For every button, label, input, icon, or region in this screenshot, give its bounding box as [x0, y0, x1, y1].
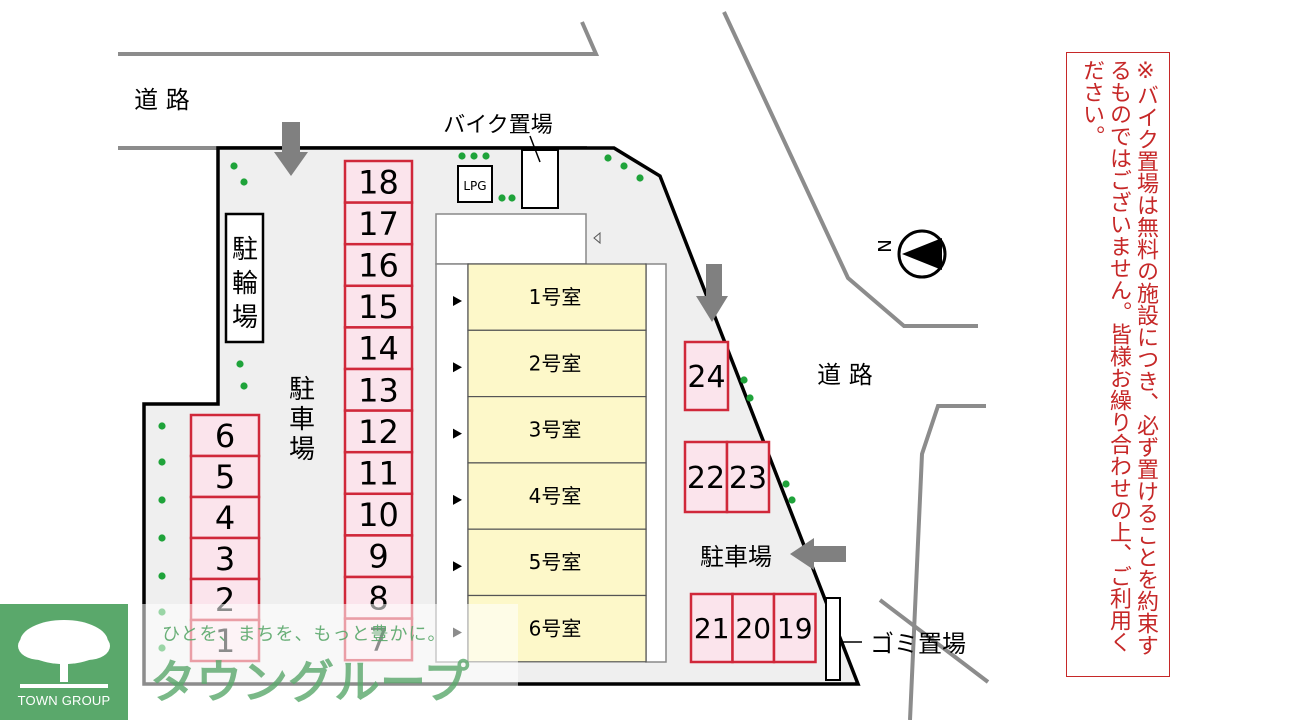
- entry-arrow-icon: [453, 494, 462, 505]
- entry-arrow-icon: [453, 561, 462, 572]
- parking-number: 17: [358, 205, 399, 243]
- parking-stall: 21: [689, 592, 734, 664]
- parking-number: 19: [777, 612, 813, 645]
- parking-stall: 13: [343, 367, 414, 412]
- road-label-top: 道 路: [134, 86, 190, 114]
- bicycle-parking-label: 駐輪場: [232, 235, 258, 333]
- room-box: [467, 462, 647, 530]
- room-label: 1号室: [529, 285, 582, 309]
- parking-stall: 6: [189, 413, 261, 458]
- room-box: [467, 396, 647, 464]
- corridor: [435, 263, 469, 663]
- parking-number: 13: [358, 371, 399, 409]
- parking-number: 6: [215, 417, 235, 455]
- parking-column-center: 181716151413121110987: [343, 159, 414, 662]
- parking-stall: 9: [343, 534, 414, 579]
- tree-logo-icon: [18, 620, 110, 688]
- svg-text:駐: 駐: [232, 235, 258, 265]
- logo-slogan: ひとを、まちを、もっと豊かに。: [162, 624, 447, 645]
- room-label: 2号室: [529, 351, 582, 375]
- parking-number: 4: [215, 499, 235, 537]
- svg-text:輪: 輪: [232, 269, 258, 299]
- room-box: [467, 329, 647, 398]
- company-logo: TOWN GROUP: [0, 604, 128, 720]
- logo-brand: タウングループ: [150, 655, 470, 709]
- parking-number: 14: [358, 330, 399, 368]
- parking-number: 9: [368, 538, 388, 576]
- notice-box: ※バイク置場は無料の施設につき、必ず置けることを約束するものではございません。皆…: [1066, 52, 1170, 677]
- parking-stall: 22: [683, 440, 729, 514]
- lpg-box: [457, 165, 493, 203]
- parking-number: 16: [358, 247, 399, 285]
- parking-number: 15: [358, 288, 399, 326]
- parking-number: 11: [358, 455, 399, 493]
- rooms: 1号室 2号室 3号室 4号室 5号室 6号室: [453, 263, 647, 663]
- tree-dots: [158, 152, 796, 652]
- parking-stall: 19: [772, 592, 817, 664]
- parking-number: 22: [687, 461, 725, 496]
- room-label: 5号室: [529, 550, 582, 574]
- road-label-right: 道 路: [817, 361, 873, 389]
- parking-stall: 24: [683, 340, 730, 412]
- parking-stall: 3: [189, 536, 261, 581]
- parking-stall: 12: [343, 409, 414, 454]
- bicycle-parking-box: [224, 212, 265, 344]
- parking-label-main: 駐車場: [289, 375, 315, 465]
- building-outline: [435, 213, 587, 265]
- logo-company-name: TOWN GROUP: [17, 693, 111, 708]
- parking-stall: 23: [725, 440, 771, 514]
- arrow-icon: [274, 122, 846, 570]
- compass-label: N: [873, 239, 894, 252]
- entry-arrow-icon: [453, 362, 462, 373]
- balcony: [645, 263, 667, 663]
- parking-number: 21: [694, 612, 730, 645]
- room-label: 6号室: [529, 617, 582, 641]
- lpg-label: LPG: [463, 179, 486, 193]
- parking-stall: 10: [343, 492, 414, 537]
- parking-stall: 4: [189, 495, 261, 540]
- parking-number: 10: [358, 496, 399, 534]
- parking-stall: 14: [343, 326, 414, 371]
- garbage-label: ゴミ置場: [870, 630, 966, 658]
- parking-number: 20: [735, 612, 771, 645]
- logo-overlay: [128, 604, 518, 720]
- entry-arrow-icon: [453, 428, 462, 439]
- garbage-area-box: [825, 597, 841, 681]
- entrance-marker: [593, 231, 601, 245]
- parking-stall: 18: [343, 159, 414, 204]
- parking-number: 24: [687, 360, 725, 395]
- room-label: 4号室: [529, 484, 582, 508]
- room-label: 3号室: [529, 418, 582, 442]
- parking-stall: 20: [731, 592, 776, 664]
- bike-area-box: [521, 149, 559, 209]
- compass-icon: N: [873, 229, 947, 279]
- parking-stall: 5: [189, 454, 261, 499]
- svg-text:場: 場: [289, 435, 315, 465]
- parking-stall: 15: [343, 284, 414, 329]
- parking-number: 3: [215, 540, 235, 578]
- parking-number: 5: [215, 458, 235, 496]
- svg-text:車: 車: [289, 405, 315, 435]
- svg-text:場: 場: [232, 303, 258, 333]
- svg-text:駐: 駐: [289, 375, 315, 405]
- room-box: [467, 528, 647, 597]
- parking-number: 23: [729, 461, 767, 496]
- parking-label-right: 駐車場: [700, 543, 772, 571]
- notice-text: ※バイク置場は無料の施設につき、必ず置けることを約束するものではございません。皆…: [1079, 59, 1158, 656]
- bike-area-label: バイク置場: [443, 113, 553, 138]
- parking-stall: 11: [343, 450, 414, 496]
- parking-stall: 16: [343, 242, 414, 288]
- parking-number: 12: [358, 413, 399, 451]
- entry-arrow-icon: [453, 296, 462, 306]
- parking-stall: 17: [343, 201, 414, 246]
- parking-number: 18: [358, 163, 399, 201]
